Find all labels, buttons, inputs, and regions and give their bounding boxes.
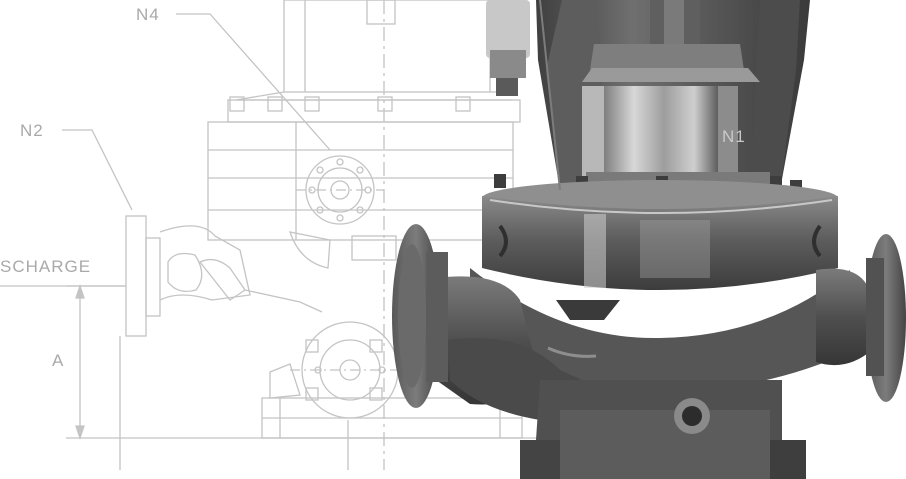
label-n1: N1 [722,127,746,146]
label-discharge: SCHARGE [0,257,91,276]
pump-render: N1 [392,0,906,479]
drawing-labels: N4 N2 SCHARGE A [0,5,160,370]
label-dimension-a: A [52,351,64,370]
label-n2: N2 [20,121,44,140]
label-n4: N4 [136,5,160,24]
